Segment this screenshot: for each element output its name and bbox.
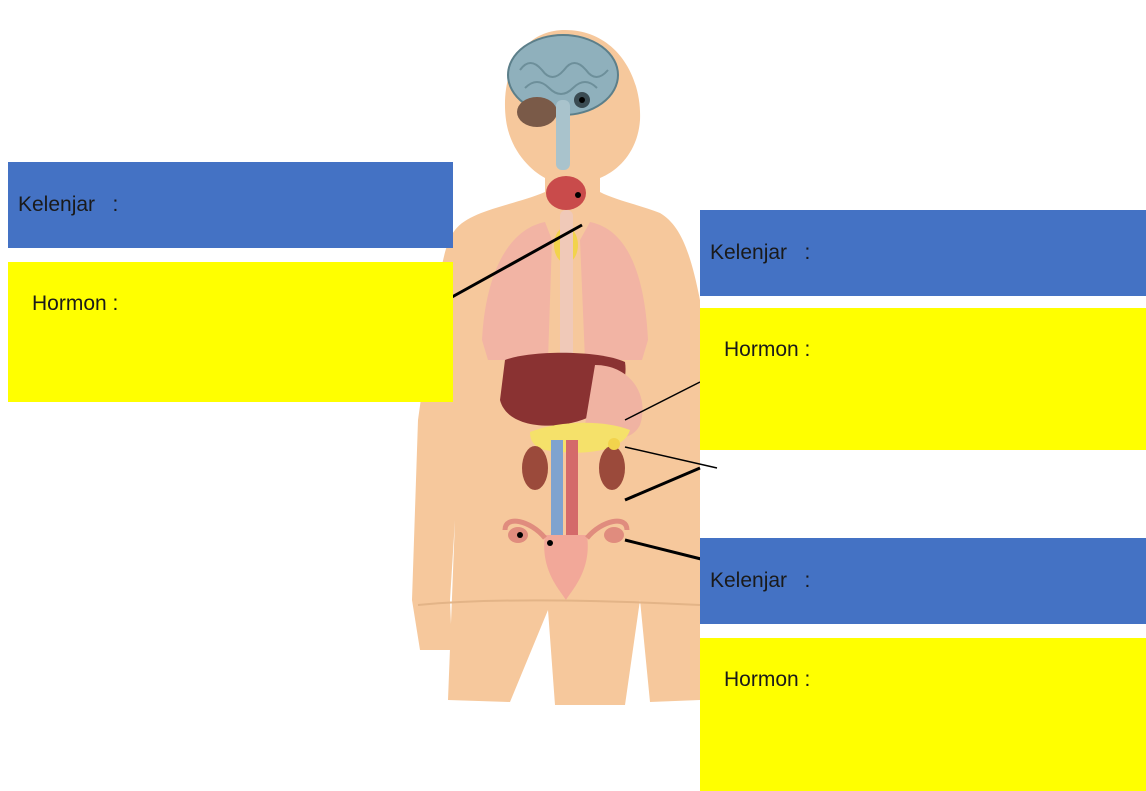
gland-label-box-1[interactable]: Kelenjar : (8, 162, 453, 248)
brain-stem (556, 100, 570, 170)
gland-marker-dot (575, 192, 581, 198)
gland-marker-dot (579, 97, 585, 103)
hormone-label-3: Hormon : (724, 668, 810, 691)
gland-label-1: Kelenjar : (18, 193, 118, 217)
adrenal-gland (608, 438, 620, 450)
cerebellum (517, 97, 557, 127)
left-kidney (522, 446, 548, 490)
right-kidney (599, 446, 625, 490)
vena-cava (566, 440, 578, 535)
hormone-label-1: Hormon : (32, 292, 118, 315)
gland-label-2: Kelenjar : (710, 241, 810, 265)
hormone-label-box-1[interactable]: Hormon : (8, 262, 453, 402)
gland-label-box-2[interactable]: Kelenjar : (700, 210, 1146, 296)
hormone-label-box-2[interactable]: Hormon : (700, 308, 1146, 450)
aorta (551, 440, 563, 535)
hormone-label-box-3[interactable]: Hormon : (700, 638, 1146, 791)
gland-marker-dot (547, 540, 553, 546)
gland-marker-dot (517, 532, 523, 538)
gland-label-box-3[interactable]: Kelenjar : (700, 538, 1146, 624)
hormone-label-2: Hormon : (724, 338, 810, 361)
gland-label-3: Kelenjar : (710, 569, 810, 593)
right-ovary (604, 527, 624, 543)
